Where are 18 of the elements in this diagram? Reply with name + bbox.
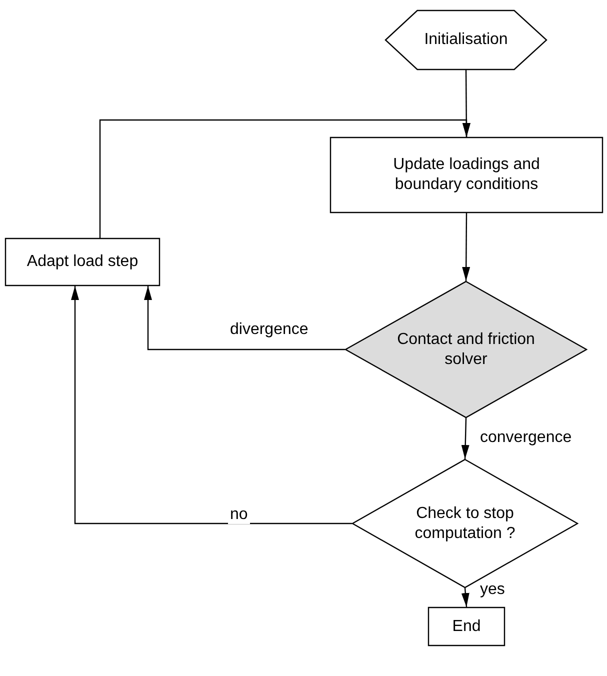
node-text: End: [452, 616, 481, 636]
node-text: Adapt load step: [26, 252, 138, 272]
process-box: [330, 137, 603, 213]
decision-diamond: [345, 281, 587, 418]
arrow: [461, 418, 470, 460]
arrow: [462, 213, 470, 281]
arrow: [71, 286, 352, 524]
arrow: [99, 119, 470, 238]
node-text: Initialisation: [424, 30, 508, 50]
node-text: Contact and friction solver: [396, 330, 536, 370]
edge-label: divergence: [228, 321, 310, 339]
arrow: [461, 588, 470, 608]
process-box: [428, 607, 505, 646]
process-box: [5, 238, 160, 286]
node-text: Update loadings and boundary conditions: [392, 155, 541, 195]
node-text: Check to stop computation ?: [414, 504, 516, 544]
arrow: [144, 286, 345, 350]
start-hexagon: [385, 10, 547, 70]
